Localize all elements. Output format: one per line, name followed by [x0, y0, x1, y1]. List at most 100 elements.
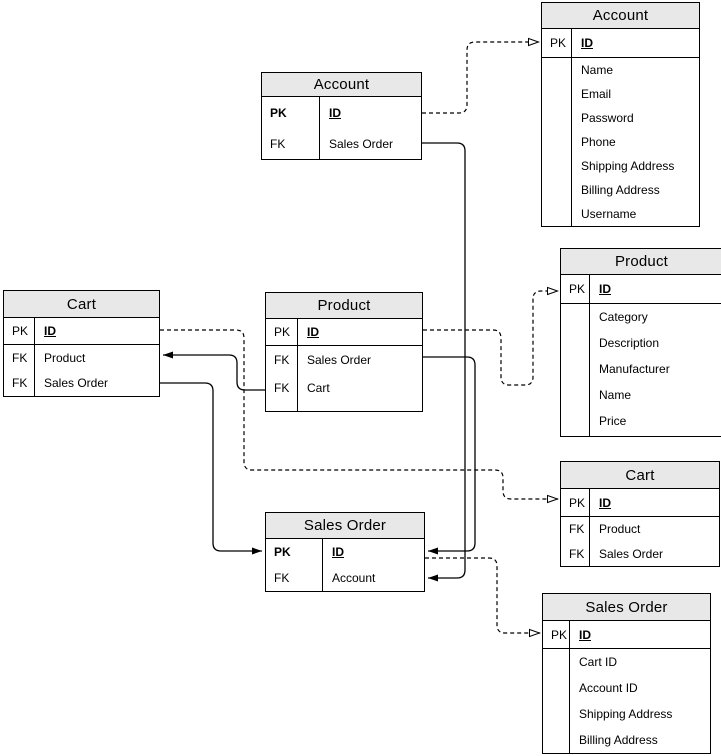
row-id[interactable]: PK ID: [266, 539, 424, 565]
row-shipping-address[interactable]: Shipping Address: [543, 701, 710, 727]
field-label: ID: [329, 105, 341, 120]
field-label: Billing Address: [581, 183, 660, 197]
row-id[interactable]: PK ID: [266, 319, 422, 346]
entity-title: Account: [262, 73, 421, 97]
entity-title: Cart: [4, 291, 159, 318]
row-email[interactable]: Email: [542, 82, 699, 106]
key-label: PK: [274, 325, 291, 339]
row-id[interactable]: PK ID: [262, 97, 421, 128]
row-name[interactable]: Name: [561, 382, 721, 408]
row-shipping-address[interactable]: Shipping Address: [542, 154, 699, 178]
key-label: PK: [569, 282, 586, 296]
column-divider: [297, 319, 298, 411]
row-description[interactable]: Description: [561, 330, 721, 356]
field-label: ID: [307, 325, 319, 339]
field-label: Billing Address: [579, 733, 658, 747]
entity-body: PK ID FK Account: [266, 539, 424, 591]
entity-title: Product: [266, 293, 422, 319]
field-label: ID: [332, 545, 344, 559]
row-sales-order[interactable]: FK Sales Order: [262, 128, 421, 159]
connector-cart-fk-sales-order[interactable]: [160, 382, 262, 555]
row-id[interactable]: PK ID: [561, 489, 719, 517]
row-price[interactable]: Price: [561, 408, 721, 434]
entity-body: PK ID Category Description Manufacturer …: [561, 275, 721, 436]
field-label: Password: [581, 111, 634, 125]
row-sales-order[interactable]: FK Sales Order: [266, 346, 422, 373]
entity-product-mid[interactable]: Product PK ID FK Sales Order FK Cart: [265, 292, 423, 412]
row-product[interactable]: FK Product: [4, 345, 159, 371]
key-label: PK: [12, 324, 29, 338]
entity-salesorder-mid[interactable]: Sales Order PK ID FK Account: [265, 512, 425, 592]
key-label: FK: [274, 380, 290, 395]
entity-account-mid[interactable]: Account PK ID FK Sales Order: [261, 72, 422, 160]
row-id[interactable]: PK ID: [4, 318, 159, 345]
connector-account-to-account-detail[interactable]: [422, 37, 541, 114]
row-id[interactable]: PK ID: [542, 29, 699, 58]
field-label: Name: [581, 63, 614, 77]
entity-cart-detail[interactable]: Cart PK ID FK Product FK Sales Order: [560, 461, 720, 567]
entity-title: Sales Order: [543, 594, 710, 621]
column-divider: [319, 97, 320, 159]
row-sales-order[interactable]: FK Sales Order: [4, 371, 159, 397]
field-label: Category: [599, 310, 648, 324]
connector-product-fk-cart[interactable]: [163, 351, 265, 391]
field-label: Product: [44, 350, 86, 365]
row-password[interactable]: Password: [542, 106, 699, 130]
entity-body: PK ID FK Sales Order: [262, 97, 421, 159]
field-label: ID: [599, 282, 611, 296]
row-billing-address[interactable]: Billing Address: [542, 178, 699, 202]
connector-product-to-product-detail[interactable]: [423, 286, 560, 386]
connector-product-fk-sales-order[interactable]: [423, 356, 476, 555]
entity-cart-left[interactable]: Cart PK ID FK Product FK Sales Order: [3, 290, 160, 397]
key-label: FK: [274, 352, 290, 367]
field-label: Sales Order: [44, 376, 109, 391]
field-label: Email: [581, 87, 612, 101]
column-divider: [34, 318, 35, 396]
field-label: Product: [599, 522, 641, 537]
entity-product-detail[interactable]: Product PK ID Category Description Manuf…: [560, 248, 721, 437]
entity-salesorder-detail[interactable]: Sales Order PK ID Cart ID Account ID Shi…: [542, 593, 711, 754]
field-label: Sales Order: [599, 546, 664, 561]
field-label: Cart ID: [579, 655, 618, 669]
row-account[interactable]: FK Account: [266, 565, 424, 591]
field-label: Cart: [307, 380, 330, 395]
row-billing-address[interactable]: Billing Address: [543, 727, 710, 753]
column-divider: [322, 539, 323, 591]
field-label: Username: [581, 207, 637, 221]
field-label: ID: [599, 495, 611, 510]
row-cart[interactable]: FK Cart: [266, 373, 422, 402]
entity-body: PK ID FK Sales Order FK Cart: [266, 319, 422, 411]
row-name[interactable]: Name: [542, 58, 699, 82]
entity-title: Sales Order: [266, 513, 424, 539]
key-label: FK: [270, 136, 286, 151]
connector-salesorder-to-salesorder-detail[interactable]: [425, 557, 542, 638]
key-label: FK: [569, 546, 585, 561]
row-product[interactable]: FK Product: [561, 517, 719, 542]
row-account-id[interactable]: Account ID: [543, 675, 710, 701]
row-username[interactable]: Username: [542, 202, 699, 226]
connector-cart-to-cart-detail[interactable]: [160, 329, 560, 504]
row-id[interactable]: PK ID: [561, 275, 721, 304]
entity-title: Cart: [561, 462, 719, 489]
key-label: FK: [12, 350, 28, 365]
column-divider: [571, 29, 572, 226]
field-label: Shipping Address: [579, 707, 673, 721]
row-cart-id[interactable]: Cart ID: [543, 649, 710, 675]
field-label: Account ID: [579, 681, 638, 695]
row-phone[interactable]: Phone: [542, 130, 699, 154]
key-label: PK: [550, 36, 567, 50]
entity-title: Product: [561, 249, 721, 275]
row-manufacturer[interactable]: Manufacturer: [561, 356, 721, 382]
row-category[interactable]: Category: [561, 304, 721, 330]
field-label: ID: [581, 36, 593, 50]
key-label: PK: [569, 495, 586, 510]
entity-account-detail[interactable]: Account PK ID Name Email Password Phone …: [541, 2, 700, 227]
field-label: Shipping Address: [581, 159, 675, 173]
field-label: Sales Order: [329, 136, 394, 151]
row-sales-order[interactable]: FK Sales Order: [561, 542, 719, 567]
field-label: Price: [599, 414, 627, 428]
row-id[interactable]: PK ID: [543, 621, 710, 649]
connector-account-fk-sales-order[interactable]: [422, 142, 466, 582]
field-label: Name: [599, 388, 632, 402]
